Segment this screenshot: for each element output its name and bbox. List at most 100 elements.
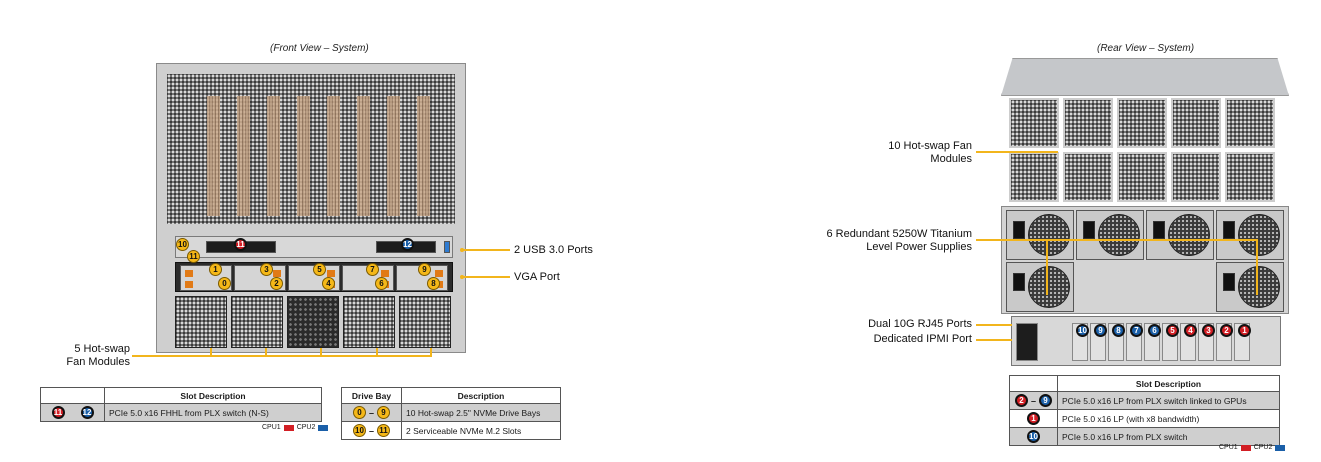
badge-slot-9: 9: [1039, 394, 1052, 407]
rear-fan-module: [1063, 152, 1113, 202]
rear-fan-module: [1225, 152, 1275, 202]
drive-badge: 5: [313, 263, 326, 276]
usb-callout: 2 USB 3.0 Ports: [514, 244, 593, 256]
lan-callout-line: [976, 324, 1012, 326]
rear-slot-badge: 10: [1076, 324, 1089, 337]
chassis-top-cover: [1001, 58, 1289, 96]
slot-description: PCIe 5.0 x16 LP (with x8 bandwidth): [1057, 409, 1280, 428]
front-slot-table-header: Slot Description: [104, 387, 322, 404]
drive-description: 2 Serviceable NVMe M.2 Slots: [401, 421, 561, 440]
table-row: 2 – 9 PCIe 5.0 x16 LP from PLX switch li…: [1009, 391, 1280, 410]
rear-slot-badge: 3: [1202, 324, 1215, 337]
drive-range-cell: 0 – 9: [341, 403, 402, 422]
rear-slot-table-header: Slot Description: [1057, 375, 1280, 392]
rear-io-panel: [1011, 316, 1281, 366]
front-fan-callout-line1: 5 Hot-swap: [74, 343, 130, 355]
drive-badge: 6: [375, 277, 388, 290]
power-supply: [1216, 262, 1284, 312]
drive-range-cell: 10 – 11: [341, 421, 402, 440]
psu-callout: 6 Redundant 5250W Titanium Level Power S…: [800, 228, 972, 254]
table-row: 10 PCIe 5.0 x16 LP from PLX switch: [1009, 427, 1280, 446]
drive-badge: 10: [352, 424, 366, 437]
front-fan-module: [399, 296, 451, 348]
rear-slot-badge: 6: [1148, 324, 1161, 337]
front-view-caption: (Front View – System): [270, 43, 369, 54]
rear-slot-badge: 8: [1112, 324, 1125, 337]
drive-badge: 4: [322, 277, 335, 290]
power-supply: [1146, 210, 1214, 260]
table-row: 10 – 11 2 Serviceable NVMe M.2 Slots: [341, 421, 561, 440]
power-supply: [1216, 210, 1284, 260]
slot-badges-cell: 11 12: [40, 403, 105, 422]
drive-bay-header: Drive Bay: [341, 387, 402, 404]
drive-badge: 0: [218, 277, 231, 290]
gpu-card: [267, 96, 280, 216]
badge-slot-11: 11: [51, 406, 65, 419]
slot-description: PCIe 5.0 x16 LP from PLX switch: [1057, 427, 1280, 446]
lan-callout: Dual 10G RJ45 Ports: [868, 318, 972, 330]
front-cpu-legend: CPU1 CPU2: [262, 424, 329, 431]
front-fan-module: [231, 296, 283, 348]
rear-slot-badge: 2: [1220, 324, 1233, 337]
front-fan-callout-line: [132, 355, 432, 357]
gpu-card: [357, 96, 370, 216]
front-fan-tick: [210, 348, 212, 356]
rear-cpu-legend: CPU1 CPU2: [1219, 444, 1286, 451]
table-row: 0 – 9 10 Hot-swap 2.5" NVMe Drive Bays: [341, 403, 561, 422]
badge-slot-10: 10: [1027, 430, 1040, 443]
rear-fan-module: [1171, 98, 1221, 148]
front-fan-module: [343, 296, 395, 348]
psu-callout-vline: [1046, 239, 1048, 295]
front-fan-tick: [430, 348, 432, 356]
drive-badge: 11: [377, 424, 390, 437]
front-fan-tick: [265, 348, 267, 356]
badge-slot-12: 12: [401, 238, 414, 251]
rear-slot-table-blank-header: [1009, 375, 1058, 392]
rear-fan-callout-line1: 10 Hot-swap Fan: [888, 140, 972, 152]
psu-callout-line1: 6 Redundant 5250W Titanium: [826, 228, 972, 240]
drive-desc-header: Description: [401, 387, 561, 404]
slot-description: PCIe 5.0 x16 LP from PLX switch linked t…: [1057, 391, 1280, 410]
cpu2-swatch: [1275, 444, 1286, 451]
drive-description: 10 Hot-swap 2.5" NVMe Drive Bays: [401, 403, 561, 422]
table-row: 1 PCIe 5.0 x16 LP (with x8 bandwidth): [1009, 409, 1280, 428]
drive-badge: 1: [209, 263, 222, 276]
rear-fan-module: [1063, 98, 1113, 148]
vga-callout-dot: [460, 275, 464, 279]
gpu-card: [417, 96, 430, 216]
drive-badge: 3: [260, 263, 273, 276]
range-dash: –: [368, 425, 374, 436]
power-supply: [1006, 210, 1074, 260]
front-fan-module: [287, 296, 339, 348]
front-slot-table: Slot Description 11 12 PCIe 5.0 x16 FHHL…: [40, 387, 322, 422]
cpu1-swatch: [1240, 444, 1251, 451]
slot-badges-cell: 10: [1009, 427, 1058, 446]
rear-slot-badge: 7: [1130, 324, 1143, 337]
ipmi-callout-line: [976, 339, 1012, 341]
front-fan-module: [175, 296, 227, 348]
cpu1-label: CPU1: [262, 424, 281, 431]
front-fan-callout: 5 Hot-swap Fan Modules: [60, 343, 130, 369]
range-dash: –: [1030, 395, 1036, 406]
slot-badges-cell: 2 – 9: [1009, 391, 1058, 410]
rear-fan-module: [1009, 98, 1059, 148]
vga-callout-line: [462, 276, 510, 278]
rear-fan-module: [1171, 152, 1221, 202]
psu-bay: [1001, 206, 1289, 314]
cpu2-label: CPU2: [1253, 444, 1273, 451]
psu-callout-vline: [1256, 239, 1258, 295]
power-supply: [1006, 262, 1074, 312]
gpu-card: [207, 96, 220, 216]
cpu1-swatch: [283, 424, 294, 431]
table-row: 11 12 PCIe 5.0 x16 FHHL from PLX switch …: [40, 403, 322, 422]
rear-slot-badge: 5: [1166, 324, 1179, 337]
gpu-card: [297, 96, 310, 216]
badge-slot-11: 11: [234, 238, 247, 251]
front-chassis-image: [156, 63, 466, 353]
badge-m2-11: 11: [187, 250, 200, 263]
ipmi-callout: Dedicated IPMI Port: [873, 333, 972, 345]
gpu-card: [237, 96, 250, 216]
rear-fan-module: [1225, 98, 1275, 148]
power-supply: [1076, 210, 1144, 260]
gpu-cage-grille: [167, 74, 455, 224]
